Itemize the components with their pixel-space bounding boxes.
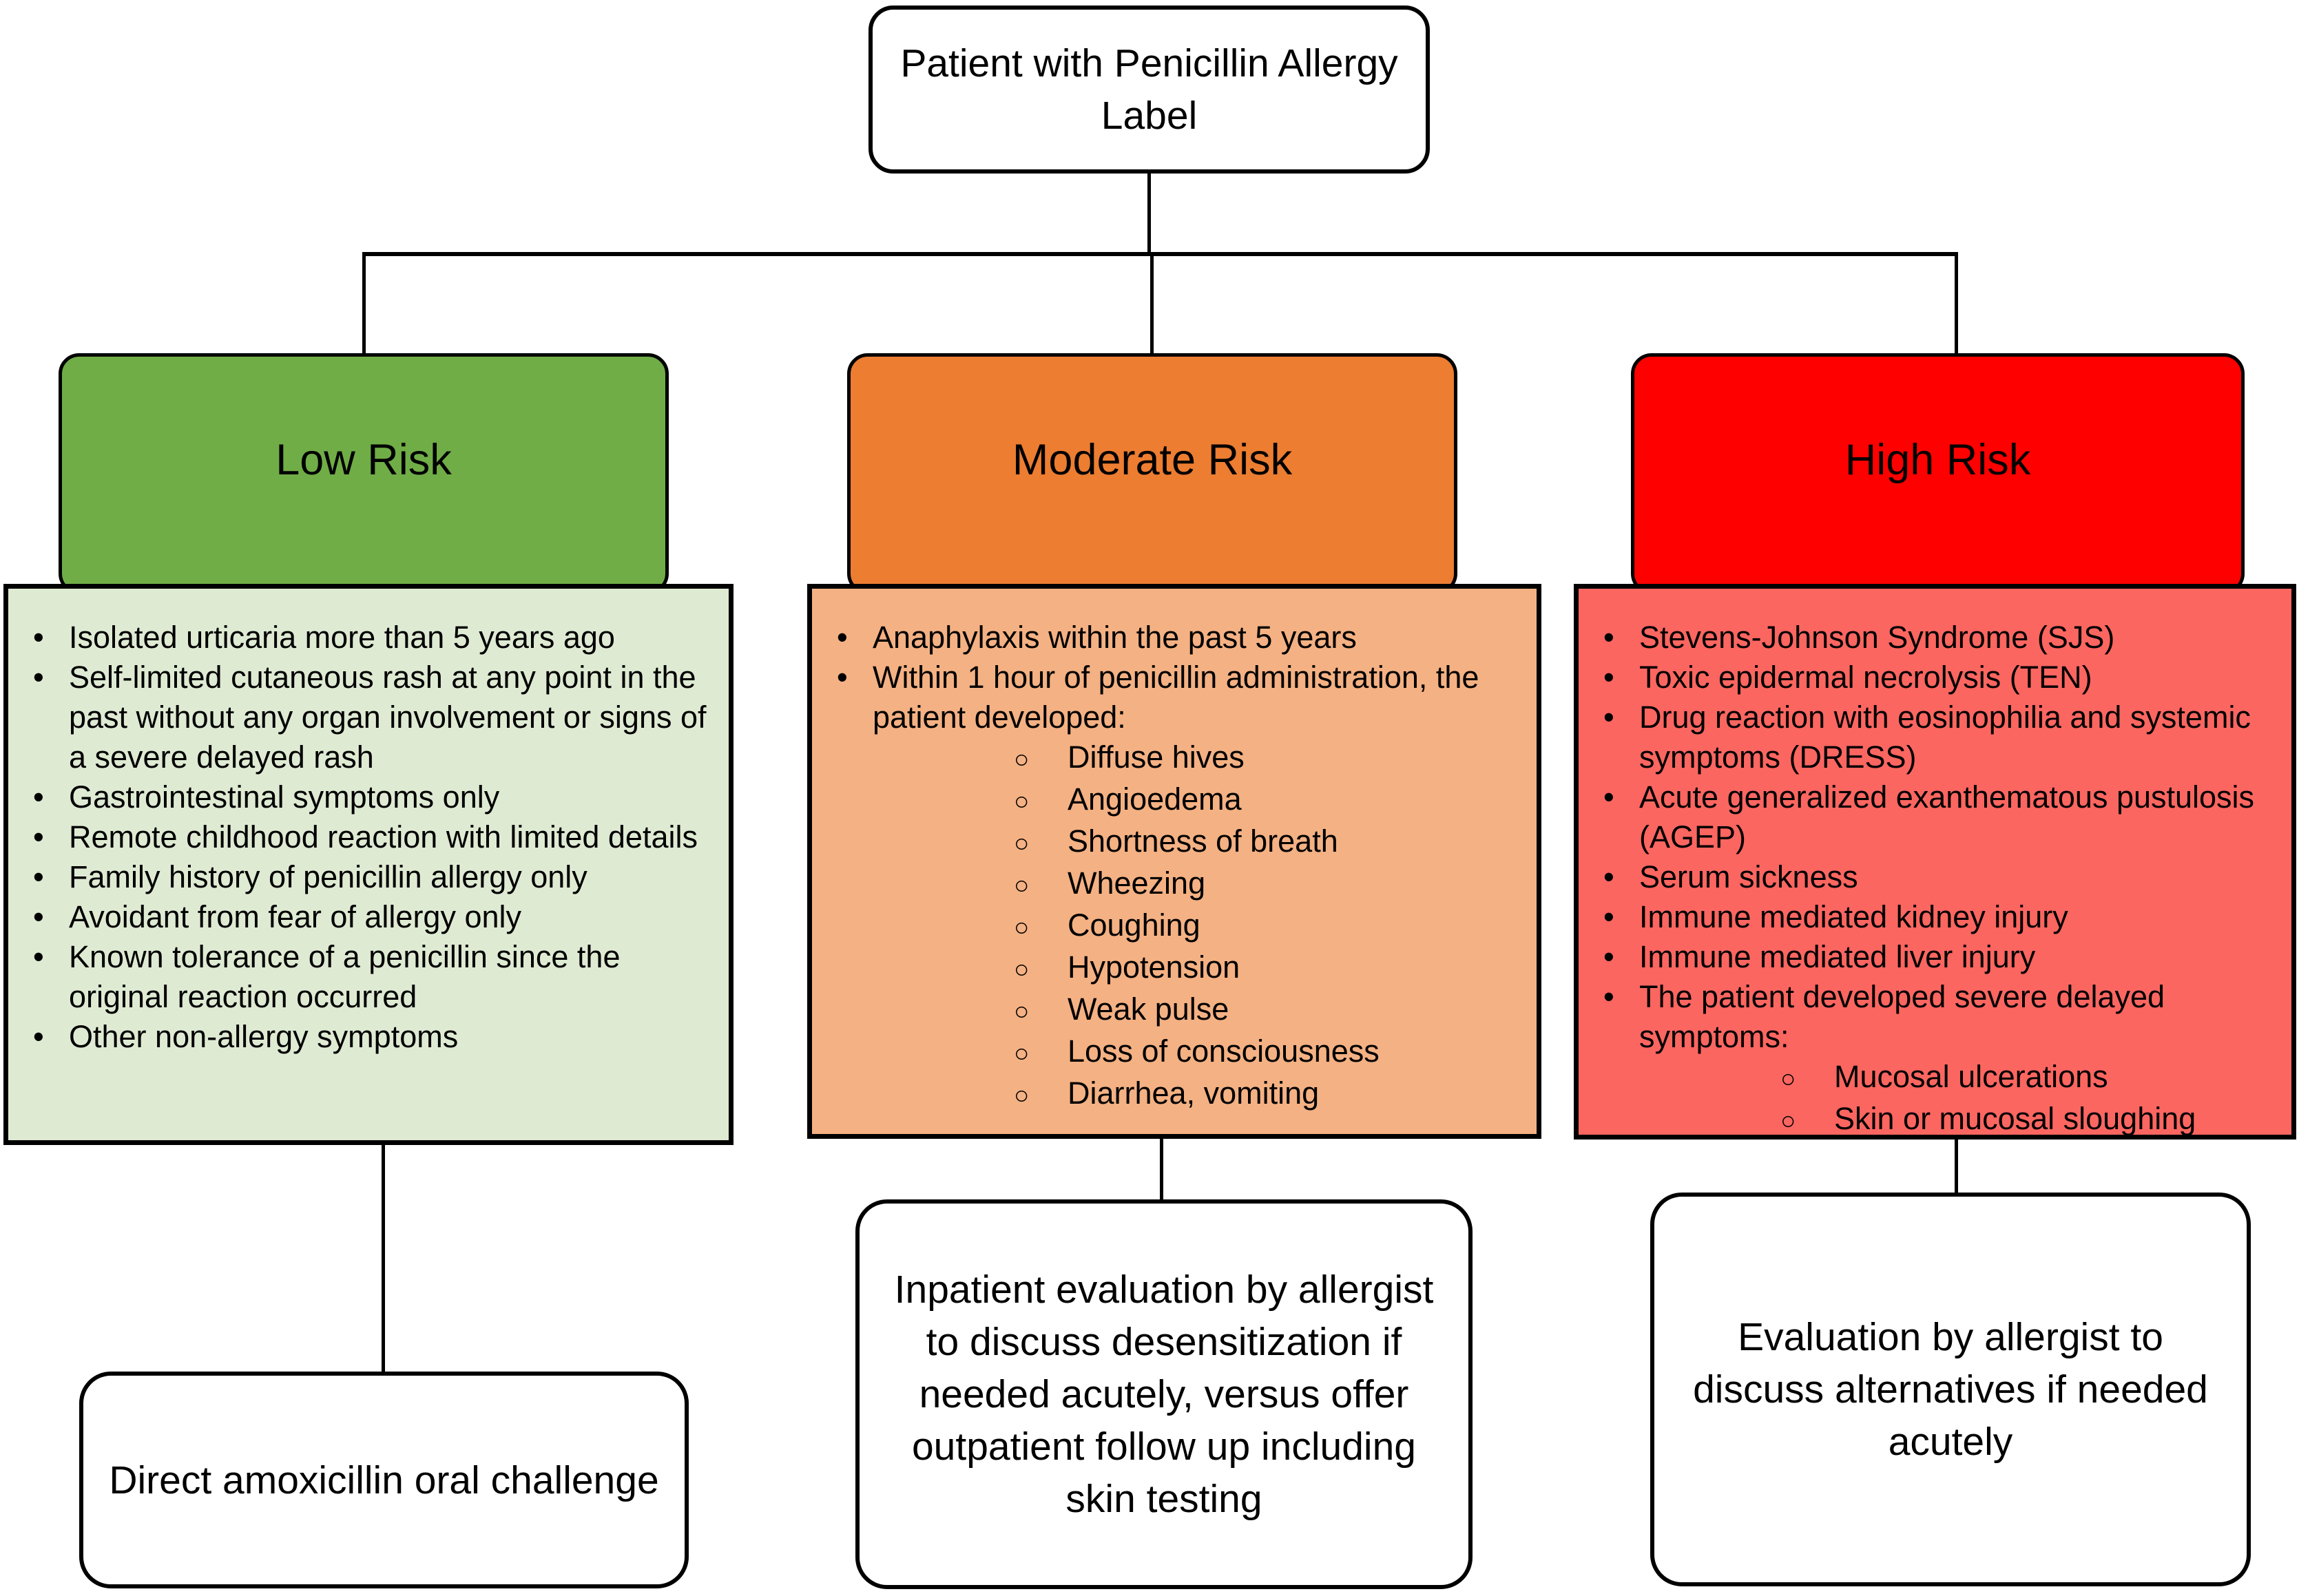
low-risk-outcome-label: Direct amoxicillin oral challenge — [109, 1458, 659, 1502]
connector-drop-low-risk — [362, 252, 366, 357]
criterion-subtext: Diarrhea, vomiting — [1068, 1075, 1320, 1111]
moderate-risk-title: Moderate Risk — [1012, 436, 1293, 484]
criterion-item: Anaphylaxis within the past 5 years — [837, 618, 1520, 658]
criterion-text: Acute generalized exanthematous pustulos… — [1639, 779, 2255, 854]
criterion-text: Anaphylaxis within the past 5 years — [873, 620, 1357, 655]
criterion-subitem: Angioedema — [1014, 779, 1520, 821]
high-risk-criteria-list: Stevens-Johnson Syndrome (SJS) Toxic epid… — [1603, 618, 2275, 1136]
criterion-sublist: Mucosal ulcerationsSkin or mucosal sloug… — [1780, 1057, 2275, 1136]
criterion-subtext: Shortness of breath — [1068, 823, 1338, 859]
low-risk-outcome-box: Direct amoxicillin oral challenge — [79, 1372, 689, 1588]
moderate-risk-outcome-label: Inpatient evaluation by allergist to dis… — [894, 1268, 1434, 1521]
criterion-text: Family history of penicillin allergy onl… — [69, 859, 587, 894]
criterion-subitem: Coughing — [1014, 905, 1520, 947]
criterion-subtext: Diffuse hives — [1068, 739, 1245, 775]
criterion-item: Toxic epidermal necrolysis (TEN) — [1603, 658, 2275, 697]
criterion-text: Within 1 hour of penicillin administrati… — [873, 660, 1479, 735]
criterion-subitem: Diarrhea, vomiting — [1014, 1073, 1520, 1115]
criterion-item: Acute generalized exanthematous pustulos… — [1603, 777, 2275, 857]
criterion-subitem: Weak pulse — [1014, 989, 1520, 1031]
moderate-risk-criteria-box: Anaphylaxis within the past 5 yearsWithi… — [807, 584, 1541, 1139]
criterion-item: Immune mediated kidney injury — [1603, 897, 2275, 937]
criterion-item: Within 1 hour of penicillin administrati… — [837, 658, 1520, 1115]
connector-drop-high-risk — [1955, 252, 1958, 357]
criterion-subitem: Wheezing — [1014, 863, 1520, 905]
criterion-subitem: Hypotension — [1014, 947, 1520, 989]
criterion-item: Avoidant from fear of allergy only — [33, 897, 712, 937]
criterion-text: Isolated urticaria more than 5 years ago — [69, 620, 615, 655]
high-risk-criteria-box: Stevens-Johnson Syndrome (SJS) Toxic epid… — [1574, 584, 2296, 1140]
criterion-subtext: Weak pulse — [1068, 991, 1229, 1027]
criterion-text: Serum sickness — [1639, 859, 1858, 894]
criterion-item: Known tolerance of a penicillin since th… — [33, 937, 712, 1017]
low-risk-criteria-list: Isolated urticaria more than 5 years ago… — [33, 618, 712, 1057]
criterion-text: Stevens-Johnson Syndrome (SJS) — [1639, 620, 2115, 655]
root-node-label: Patient with Penicillin Allergy Label — [900, 41, 1398, 138]
connector-drop-moderate-risk — [1150, 252, 1154, 357]
criterion-text: Gastrointestinal symptoms only — [69, 779, 500, 815]
criterion-text: Other non-allergy symptoms — [69, 1019, 459, 1054]
criterion-sublist: Diffuse hivesAngioedemaShortness of brea… — [1014, 737, 1520, 1115]
criterion-text: The patient developed severe delayed sym… — [1639, 979, 2165, 1054]
criterion-subitem: Loss of consciousness — [1014, 1031, 1520, 1073]
criterion-subtext: Wheezing — [1068, 865, 1206, 901]
moderate-risk-header: Moderate Risk — [847, 353, 1457, 594]
criterion-subtext: Skin or mucosal sloughing — [1834, 1101, 2196, 1136]
criterion-subitem: Diffuse hives — [1014, 737, 1520, 779]
connector-root-stem — [1147, 171, 1151, 255]
criterion-text: Remote childhood reaction with limited d… — [69, 819, 698, 854]
criterion-text: Immune mediated liver injury — [1639, 939, 2036, 974]
criterion-subtext: Coughing — [1068, 907, 1200, 943]
connector-moderate-to-outcome — [1160, 1135, 1163, 1202]
moderate-risk-criteria-list: Anaphylaxis within the past 5 yearsWithi… — [837, 618, 1520, 1115]
criterion-subtext: Loss of consciousness — [1068, 1033, 1380, 1069]
connector-high-to-outcome — [1955, 1136, 1958, 1195]
criterion-subitem: Skin or mucosal sloughing — [1780, 1099, 2275, 1136]
criterion-item: Family history of penicillin allergy onl… — [33, 857, 712, 897]
criterion-subtext: Angioedema — [1068, 781, 1242, 817]
low-risk-criteria-box: Isolated urticaria more than 5 years ago… — [3, 584, 734, 1145]
criterion-item: Stevens-Johnson Syndrome (SJS) — [1603, 618, 2275, 658]
high-risk-outcome-box: Evaluation by allergist to discuss alter… — [1650, 1193, 2251, 1586]
high-risk-header: High Risk — [1631, 353, 2245, 594]
criterion-text: Toxic epidermal necrolysis (TEN) — [1639, 660, 2092, 695]
root-node: Patient with Penicillin Allergy Label — [868, 6, 1430, 174]
criterion-text: Immune mediated kidney injury — [1639, 899, 2068, 934]
criterion-text: Avoidant from fear of allergy only — [69, 899, 522, 934]
low-risk-header: Low Risk — [59, 353, 669, 594]
criterion-item: The patient developed severe delayed sym… — [1603, 977, 2275, 1136]
criterion-subtext: Hypotension — [1068, 949, 1240, 985]
criterion-text: Self-limited cutaneous rash at any point… — [69, 660, 707, 775]
connector-branch-horizontal — [364, 252, 1958, 256]
criterion-item: Isolated urticaria more than 5 years ago — [33, 618, 712, 658]
connector-low-to-outcome — [382, 1140, 385, 1374]
criterion-item: Gastrointestinal symptoms only — [33, 777, 712, 817]
criterion-item: Other non-allergy symptoms — [33, 1017, 712, 1057]
criterion-item: Self-limited cutaneous rash at any point… — [33, 658, 712, 777]
criterion-text: Drug reaction with eosinophilia and syst… — [1639, 700, 2251, 775]
high-risk-title: High Risk — [1844, 436, 2031, 484]
criterion-item: Remote childhood reaction with limited d… — [33, 817, 712, 857]
criterion-item: Drug reaction with eosinophilia and syst… — [1603, 697, 2275, 777]
criterion-text: Known tolerance of a penicillin since th… — [69, 939, 621, 1014]
criterion-item: Serum sickness — [1603, 857, 2275, 897]
criterion-subtext: Mucosal ulcerations — [1834, 1059, 2108, 1094]
high-risk-outcome-label: Evaluation by allergist to discuss alter… — [1693, 1315, 2208, 1464]
low-risk-title: Low Risk — [275, 436, 452, 484]
moderate-risk-outcome-box: Inpatient evaluation by allergist to dis… — [855, 1199, 1473, 1589]
criterion-subitem: Mucosal ulcerations — [1780, 1057, 2275, 1099]
criterion-subitem: Shortness of breath — [1014, 821, 1520, 863]
criterion-item: Immune mediated liver injury — [1603, 937, 2275, 977]
